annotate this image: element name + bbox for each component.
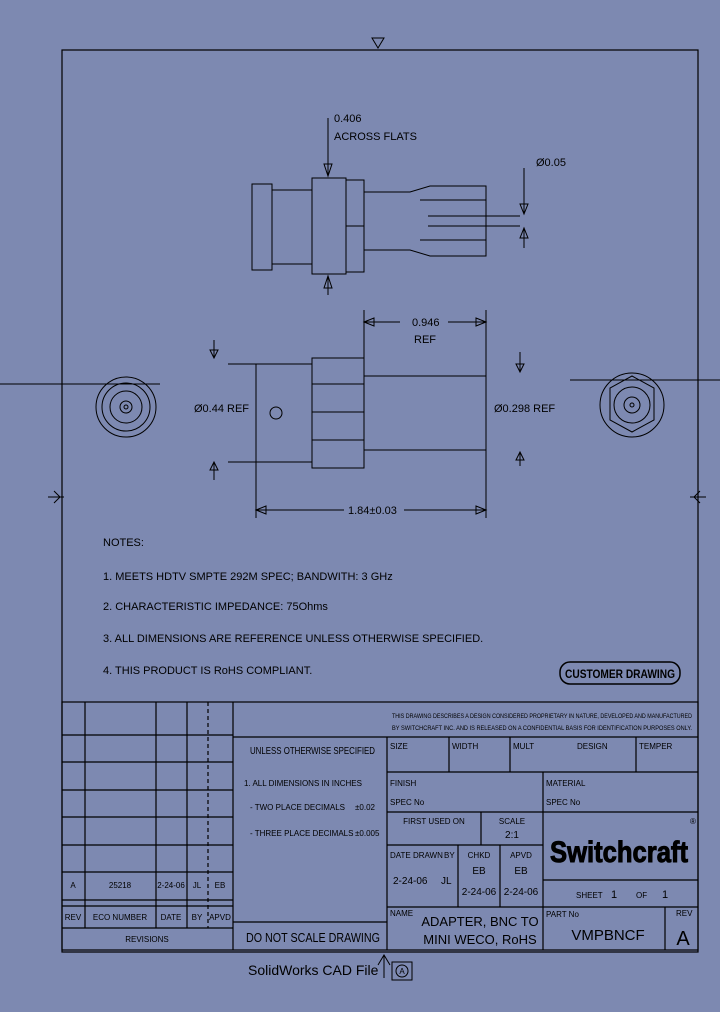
width-label: WIDTH bbox=[452, 742, 478, 751]
apvd-date: 2-24-06 bbox=[504, 887, 539, 898]
revisions-title: REVISIONS bbox=[125, 935, 169, 944]
dim-overall-length: 1.84±0.03 bbox=[348, 505, 397, 517]
customer-drawing-stamp bbox=[559, 661, 681, 685]
date-header: DATE bbox=[161, 913, 182, 922]
eco-number-value: 25218 bbox=[109, 881, 132, 890]
name-line-1: ADAPTER, BNC TO bbox=[421, 914, 538, 929]
finish-label: FINISH bbox=[390, 779, 416, 788]
note-2: 2. CHARACTERISTIC IMPEDANCE: 75Ohms bbox=[103, 601, 328, 613]
material-label: MATERIAL bbox=[546, 779, 586, 788]
drawn-by-label: BY bbox=[444, 851, 455, 860]
title-block-grid bbox=[61, 701, 699, 951]
top-view bbox=[251, 118, 529, 295]
dim-ref-label: REF bbox=[414, 334, 436, 346]
rev-header: REV bbox=[65, 913, 82, 922]
dim-body-dia: Ø0.44 REF bbox=[194, 403, 249, 415]
center-mark-top bbox=[371, 37, 385, 49]
tolerance-line-1: 1. ALL DIMENSIONS IN INCHES bbox=[244, 779, 362, 788]
part-no-label: PART No bbox=[546, 910, 579, 919]
chkd-date: 2-24-06 bbox=[462, 887, 497, 898]
date-drawn-value: 2-24-06 bbox=[393, 876, 428, 887]
design-label: DESIGN bbox=[577, 742, 608, 751]
left-end-view bbox=[0, 376, 160, 438]
customer-drawing-label: CUSTOMER DRAWING bbox=[565, 667, 675, 681]
rev-apvd-value: EB bbox=[215, 881, 226, 890]
scale-label: SCALE bbox=[499, 817, 525, 826]
first-used-on-label: FIRST USED ON bbox=[403, 817, 465, 826]
date-drawn-label: DATE DRAWN bbox=[390, 851, 443, 860]
do-not-scale-label: DO NOT SCALE DRAWING bbox=[246, 930, 380, 945]
chkd-label: CHKD bbox=[468, 851, 491, 860]
note-4: 4. THIS PRODUCT IS RoHS COMPLIANT. bbox=[103, 665, 312, 677]
finish-spec-label: SPEC No bbox=[390, 798, 425, 807]
apvd-value: EB bbox=[514, 866, 528, 877]
of-value: 1 bbox=[662, 889, 668, 901]
center-mark-right bbox=[690, 490, 706, 504]
dim-across-flats-label: ACROSS FLATS bbox=[334, 131, 417, 143]
two-place-tol: ±0.02 bbox=[355, 803, 376, 812]
switchcraft-logo: Switchcraft bbox=[550, 836, 688, 869]
rev-letter: A bbox=[676, 928, 690, 950]
cad-file-label: SolidWorks CAD File bbox=[248, 962, 379, 978]
proprietary-notice-1: THIS DRAWING DESCRIBES A DESIGN CONSIDER… bbox=[392, 714, 693, 720]
rev-label: REV bbox=[676, 909, 693, 918]
apvd-label: APVD bbox=[510, 851, 532, 860]
eco-header: ECO NUMBER bbox=[93, 913, 147, 922]
part-no-value: VMPBNCF bbox=[571, 927, 644, 944]
sheet-label: SHEET bbox=[576, 891, 603, 900]
material-spec-label: SPEC No bbox=[546, 798, 581, 807]
proprietary-notice-2: BY SWITCHCRAFT INC. AND IS RELEASED ON A… bbox=[392, 726, 692, 732]
chkd-value: EB bbox=[472, 866, 486, 877]
of-label: OF bbox=[636, 891, 647, 900]
dim-length-ref: 0.946 bbox=[412, 317, 440, 329]
tolerance-heading: UNLESS OTHERWISE SPECIFIED bbox=[250, 746, 375, 757]
datum-flag-icon bbox=[377, 954, 413, 981]
center-mark-left bbox=[48, 490, 64, 504]
notes-title: NOTES: bbox=[103, 537, 144, 549]
three-place-tol: ±0.005 bbox=[355, 829, 380, 838]
rev-value: A bbox=[70, 881, 76, 890]
name-line-2: MINI WECO, RoHS bbox=[423, 932, 537, 947]
two-place-label: - TWO PLACE DECIMALS bbox=[250, 803, 345, 812]
registered-mark: ® bbox=[690, 817, 696, 826]
drawn-by-value: JL bbox=[441, 876, 452, 887]
by-header: BY bbox=[192, 913, 203, 922]
three-place-label: - THREE PLACE DECIMALS bbox=[250, 829, 353, 838]
note-1: 1. MEETS HDTV SMPTE 292M SPEC; BANDWITH:… bbox=[103, 571, 393, 583]
note-3: 3. ALL DIMENSIONS ARE REFERENCE UNLESS O… bbox=[103, 633, 483, 645]
scale-value: 2:1 bbox=[505, 830, 519, 841]
sheet-value: 1 bbox=[611, 889, 617, 901]
size-label: SIZE bbox=[390, 742, 408, 751]
dim-across-flats: 0.406 bbox=[334, 113, 362, 125]
name-label: NAME bbox=[390, 909, 413, 918]
rev-by-value: JL bbox=[193, 881, 202, 890]
mult-label: MULT bbox=[513, 742, 534, 751]
dim-pin-dia: Ø0.05 bbox=[536, 157, 566, 169]
dim-tail-dia: Ø0.298 REF bbox=[494, 403, 555, 415]
cad-marker: A bbox=[399, 967, 405, 976]
apvd-header: APVD bbox=[209, 913, 231, 922]
right-end-view bbox=[570, 372, 720, 438]
temper-label: TEMPER bbox=[639, 742, 673, 751]
rev-date-value: 2-24-06 bbox=[157, 881, 185, 890]
side-view bbox=[209, 310, 525, 518]
